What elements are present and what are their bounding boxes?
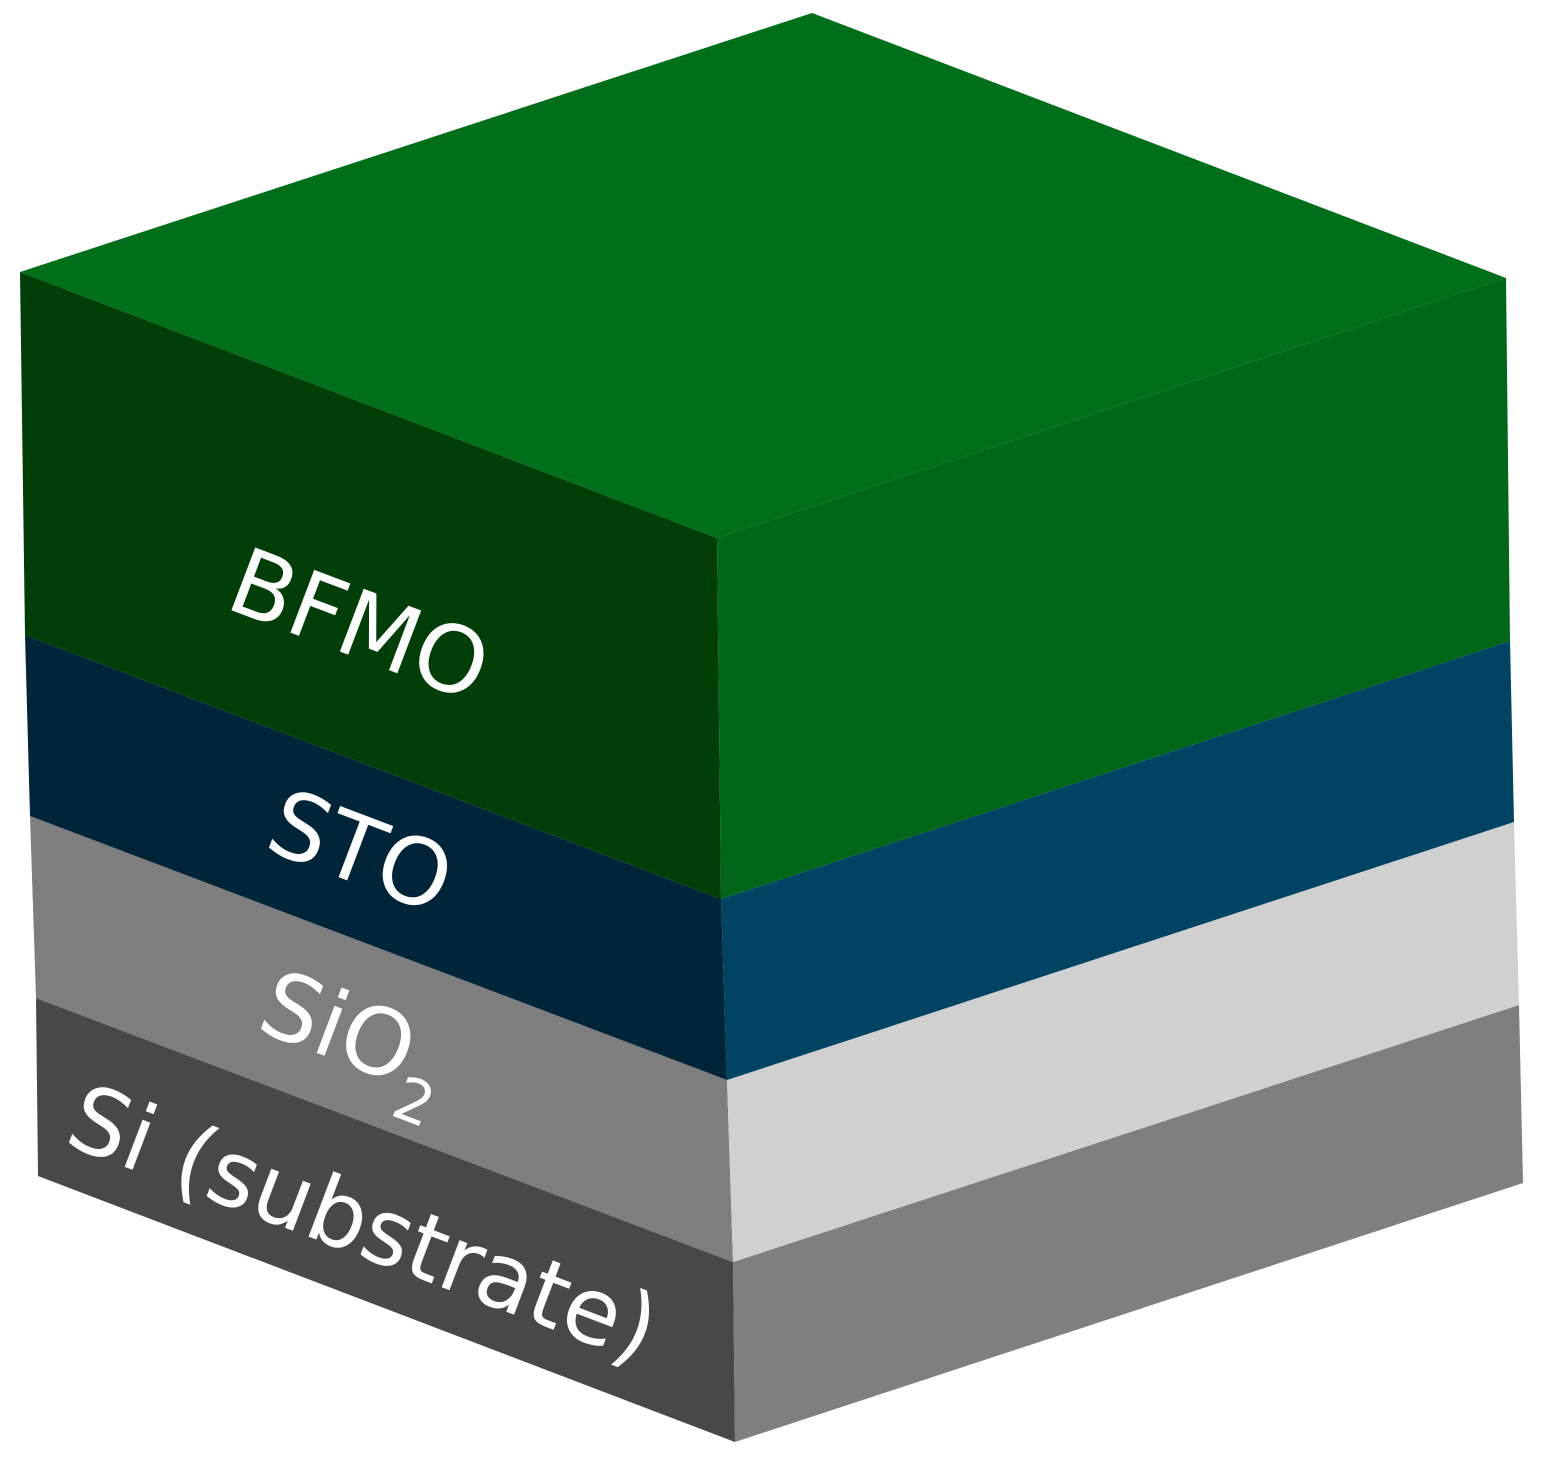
sio2-layer	[30, 816, 1519, 1262]
sto-left-face	[25, 635, 727, 1080]
sio2-right-face	[727, 822, 1519, 1262]
bfmo-layer	[20, 13, 1510, 899]
si-left-face	[36, 998, 735, 1442]
bfmo-top-face	[20, 13, 1506, 538]
sto-layer	[25, 635, 1514, 1080]
si-right-face	[733, 1005, 1523, 1442]
sto-right-face	[721, 641, 1514, 1080]
si-substrate-layer	[36, 998, 1523, 1442]
sio2-left-face	[30, 816, 733, 1262]
bfmo-left-face	[20, 272, 721, 899]
bfmo-right-face	[717, 278, 1510, 899]
